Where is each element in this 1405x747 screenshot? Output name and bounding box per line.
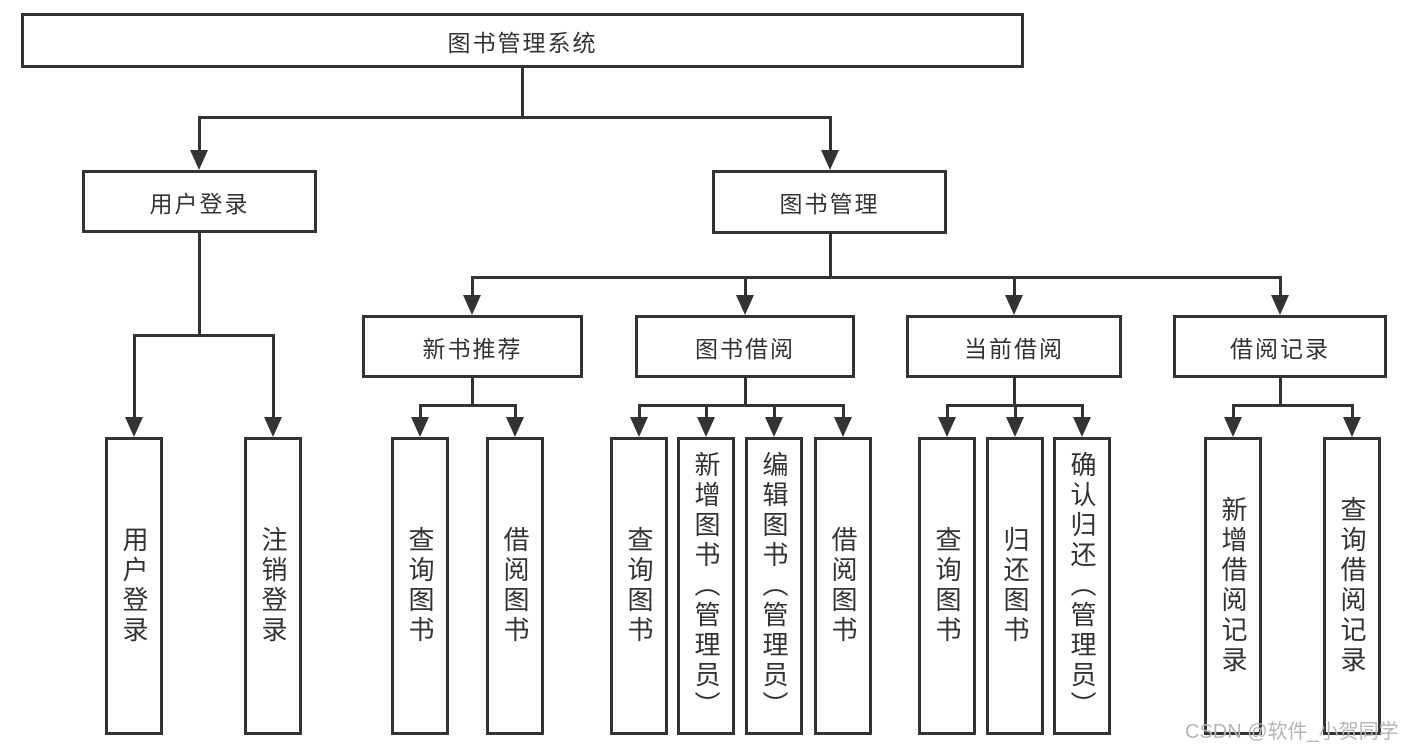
connector-bar (637, 403, 845, 407)
leaf-add-book-admin: 新增图书（管理员） (677, 437, 735, 735)
node-book-borrowing-label: 图书借阅 (695, 335, 795, 362)
connector-drop (197, 117, 201, 154)
node-book-borrowing: 图书借阅 (635, 315, 855, 378)
leaf-borrow-books-recommend-label: 借阅图书 (500, 526, 530, 646)
arrow-down-icon (125, 417, 143, 437)
connector-bar (418, 403, 517, 407)
connector-bar (1231, 403, 1354, 407)
leaf-return-books-label: 归还图书 (1000, 526, 1030, 646)
leaf-query-borrow-record: 查询借阅记录 (1323, 437, 1381, 735)
arrow-down-icon (411, 417, 429, 437)
connector-drop (1013, 405, 1017, 421)
connector-stem (1012, 378, 1016, 405)
connector-drop (828, 117, 832, 154)
leaf-user-login: 用户登录 (105, 437, 163, 735)
leaf-add-borrow-record-label: 新增借阅记录 (1218, 496, 1248, 676)
connector-drop (470, 277, 474, 299)
connector-drop (743, 277, 747, 299)
connector-drop (704, 405, 708, 421)
connector-drop (1350, 405, 1354, 421)
arrow-down-icon (736, 295, 754, 315)
leaf-query-books-recommend-label: 查询图书 (405, 526, 435, 646)
connector-drop (1278, 277, 1282, 299)
arrow-down-icon (1343, 417, 1361, 437)
arrow-down-icon (1006, 417, 1024, 437)
leaf-query-books-recommend: 查询图书 (391, 437, 449, 735)
leaf-add-book-admin-label: 新增图书（管理员） (691, 451, 721, 721)
leaf-query-books-current-label: 查询图书 (932, 526, 962, 646)
node-borrow-records-label: 借阅记录 (1230, 335, 1330, 362)
leaf-logout-label: 注销登录 (258, 526, 288, 646)
connector-drop (1231, 405, 1235, 421)
node-user-login-label: 用户登录 (149, 190, 250, 217)
leaf-user-login-label: 用户登录 (119, 526, 149, 646)
leaf-add-borrow-record: 新增借阅记录 (1204, 437, 1262, 735)
arrow-down-icon (765, 417, 783, 437)
leaf-borrow-books-borrowing: 借阅图书 (814, 437, 872, 735)
node-book-management: 图书管理 (712, 170, 947, 234)
node-borrow-records: 借阅记录 (1173, 315, 1387, 378)
connector-stem (197, 233, 201, 335)
connector-bar (132, 333, 275, 337)
connector-stem (520, 68, 524, 117)
node-new-book-recommend: 新书推荐 (362, 315, 583, 378)
arrow-down-icon (697, 417, 715, 437)
node-user-login: 用户登录 (82, 170, 317, 233)
leaf-borrow-books-recommend: 借阅图书 (486, 437, 544, 735)
arrow-down-icon (463, 295, 481, 315)
connector-stem (470, 378, 474, 405)
node-library-management-system: 图书管理系统 (21, 13, 1024, 68)
connector-drop (772, 405, 776, 421)
leaf-confirm-return-admin: 确认归还（管理员） (1053, 437, 1111, 735)
leaf-confirm-return-admin-label: 确认归还（管理员） (1067, 451, 1097, 721)
connector-stem (743, 378, 747, 405)
node-current-borrowing: 当前借阅 (906, 315, 1122, 378)
leaf-query-books-borrowing-label: 查询图书 (624, 526, 654, 646)
leaf-borrow-books-borrowing-label: 借阅图书 (828, 526, 858, 646)
node-book-management-label: 图书管理 (779, 191, 880, 217)
leaf-query-books-borrowing: 查询图书 (610, 437, 668, 735)
leaf-edit-book-admin: 编辑图书（管理员） (745, 437, 803, 735)
connector-drop (1012, 277, 1016, 299)
connector-drop (513, 405, 517, 421)
connector-drop (945, 405, 949, 421)
arrow-down-icon (938, 417, 956, 437)
connector-drop (132, 335, 136, 421)
connector-bar (197, 115, 832, 119)
connector-bar (470, 275, 1282, 279)
node-new-book-recommend-label: 新书推荐 (422, 335, 523, 362)
arrow-down-icon (264, 417, 282, 437)
node-current-borrowing-label: 当前借阅 (964, 335, 1064, 362)
connector-stem (828, 234, 832, 277)
arrow-down-icon (821, 150, 839, 170)
connector-drop (418, 405, 422, 421)
leaf-logout: 注销登录 (244, 437, 302, 735)
connector-drop (1080, 405, 1084, 421)
leaf-query-borrow-record-label: 查询借阅记录 (1337, 496, 1367, 676)
leaf-return-books: 归还图书 (986, 437, 1044, 735)
leaf-query-books-current: 查询图书 (918, 437, 976, 735)
arrow-down-icon (1224, 417, 1242, 437)
node-library-management-system-label: 图书管理系统 (447, 29, 598, 56)
csdn-watermark: CSDN @软件_小贺同学 (1185, 721, 1399, 743)
arrow-down-icon (190, 150, 208, 170)
connector-drop (271, 335, 275, 421)
arrow-down-icon (1073, 417, 1091, 437)
connector-drop (637, 405, 641, 421)
arrow-down-icon (834, 417, 852, 437)
arrow-down-icon (506, 417, 524, 437)
connector-stem (1278, 378, 1282, 405)
arrow-down-icon (1271, 295, 1289, 315)
arrow-down-icon (1005, 295, 1023, 315)
arrow-down-icon (630, 417, 648, 437)
connector-drop (841, 405, 845, 421)
leaf-edit-book-admin-label: 编辑图书（管理员） (759, 451, 789, 721)
